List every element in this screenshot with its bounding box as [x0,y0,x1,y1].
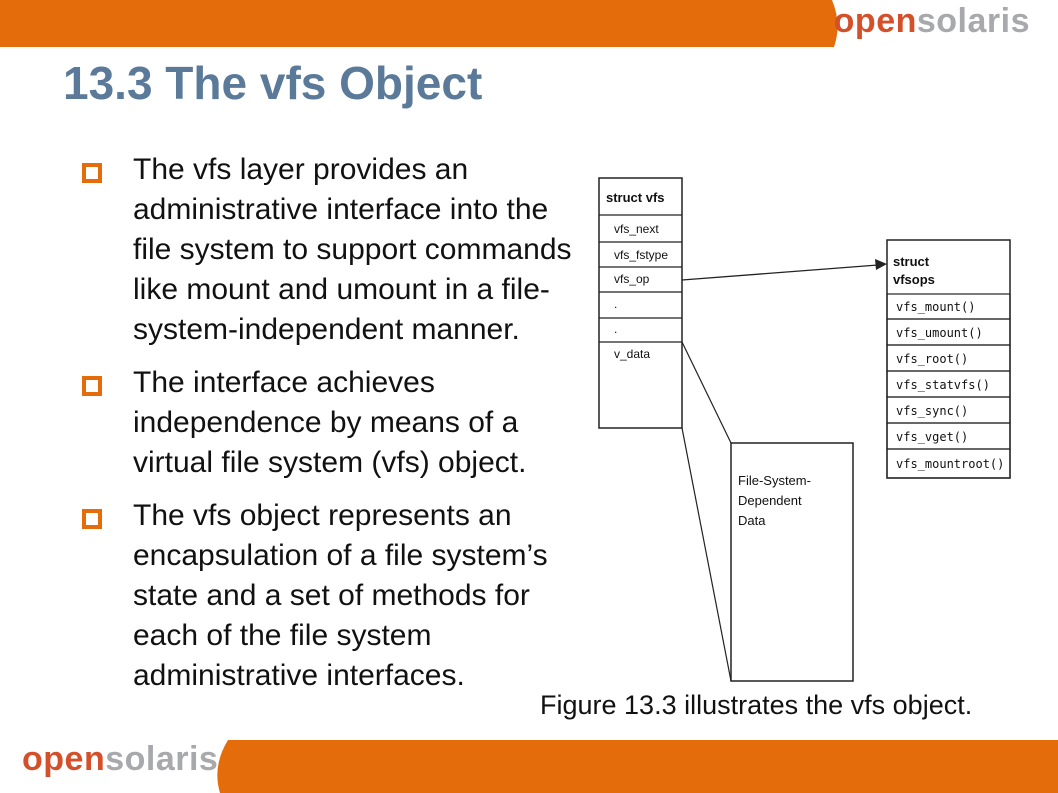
vfs-field: vfs_fstype [614,248,668,262]
fsdep-line2: Dependent [738,493,802,508]
vfs-field: . [614,297,617,311]
fs-dependent-data-box: File-System- Dependent Data [730,442,854,682]
bullet-text: The vfs layer provides an administrative… [133,153,572,346]
vfs-field: . [614,322,617,336]
struct-vfsops-title-line1: struct [893,254,930,269]
fsdep-line3: Data [738,513,766,528]
struct-vfsops-box: struct vfsops vfs_mount() vfs_umount() v… [886,239,1011,479]
vfsops-method: vfs_sync() [896,404,968,418]
vfs-diagram: struct vfs vfs_next vfs_fstype vfs_op . … [598,177,1011,682]
bullet-item: The vfs object represents an encapsulati… [80,496,580,696]
vfs-op-arrow [681,259,887,281]
bullet-list: The vfs layer provides an administrative… [80,150,580,793]
square-bullet-icon [82,376,102,396]
v-data-projection [681,341,732,682]
opensolaris-logo-bottom: opensolaris [22,740,219,778]
vfs-field: vfs_op [614,272,650,286]
square-bullet-icon [82,509,102,529]
bullet-item: The vfs layer provides an administrative… [80,150,580,350]
bullet-item: The interface achieves independence by m… [80,363,580,483]
figure-caption: Figure 13.3 illustrates the vfs object. [540,690,973,720]
vfs-field: v_data [614,347,650,361]
vfs-field: vfs_next [614,222,659,236]
vfsops-method: vfs_mountroot() [896,457,1004,471]
struct-vfs-box: struct vfs vfs_next vfs_fstype vfs_op . … [598,177,683,429]
vfsops-method: vfs_root() [896,352,968,366]
vfsops-method: vfs_vget() [896,430,968,444]
header-bar [0,0,838,47]
struct-vfs-title: struct vfs [606,190,665,205]
opensolaris-logo-top: opensolaris [833,2,1030,40]
vfsops-method: vfs_umount() [896,326,983,340]
bullet-text: The vfs object represents an encapsulati… [133,499,548,692]
vfsops-method: vfs_statvfs() [896,378,990,392]
bullet-text: The interface achieves independence by m… [133,366,527,479]
slide-title: 13.3 The vfs Object [63,57,483,109]
square-bullet-icon [82,163,102,183]
footer-bar [217,740,1058,793]
fsdep-line1: File-System- [738,473,811,488]
struct-vfsops-title-line2: vfsops [893,272,935,287]
vfsops-method: vfs_mount() [896,300,975,314]
